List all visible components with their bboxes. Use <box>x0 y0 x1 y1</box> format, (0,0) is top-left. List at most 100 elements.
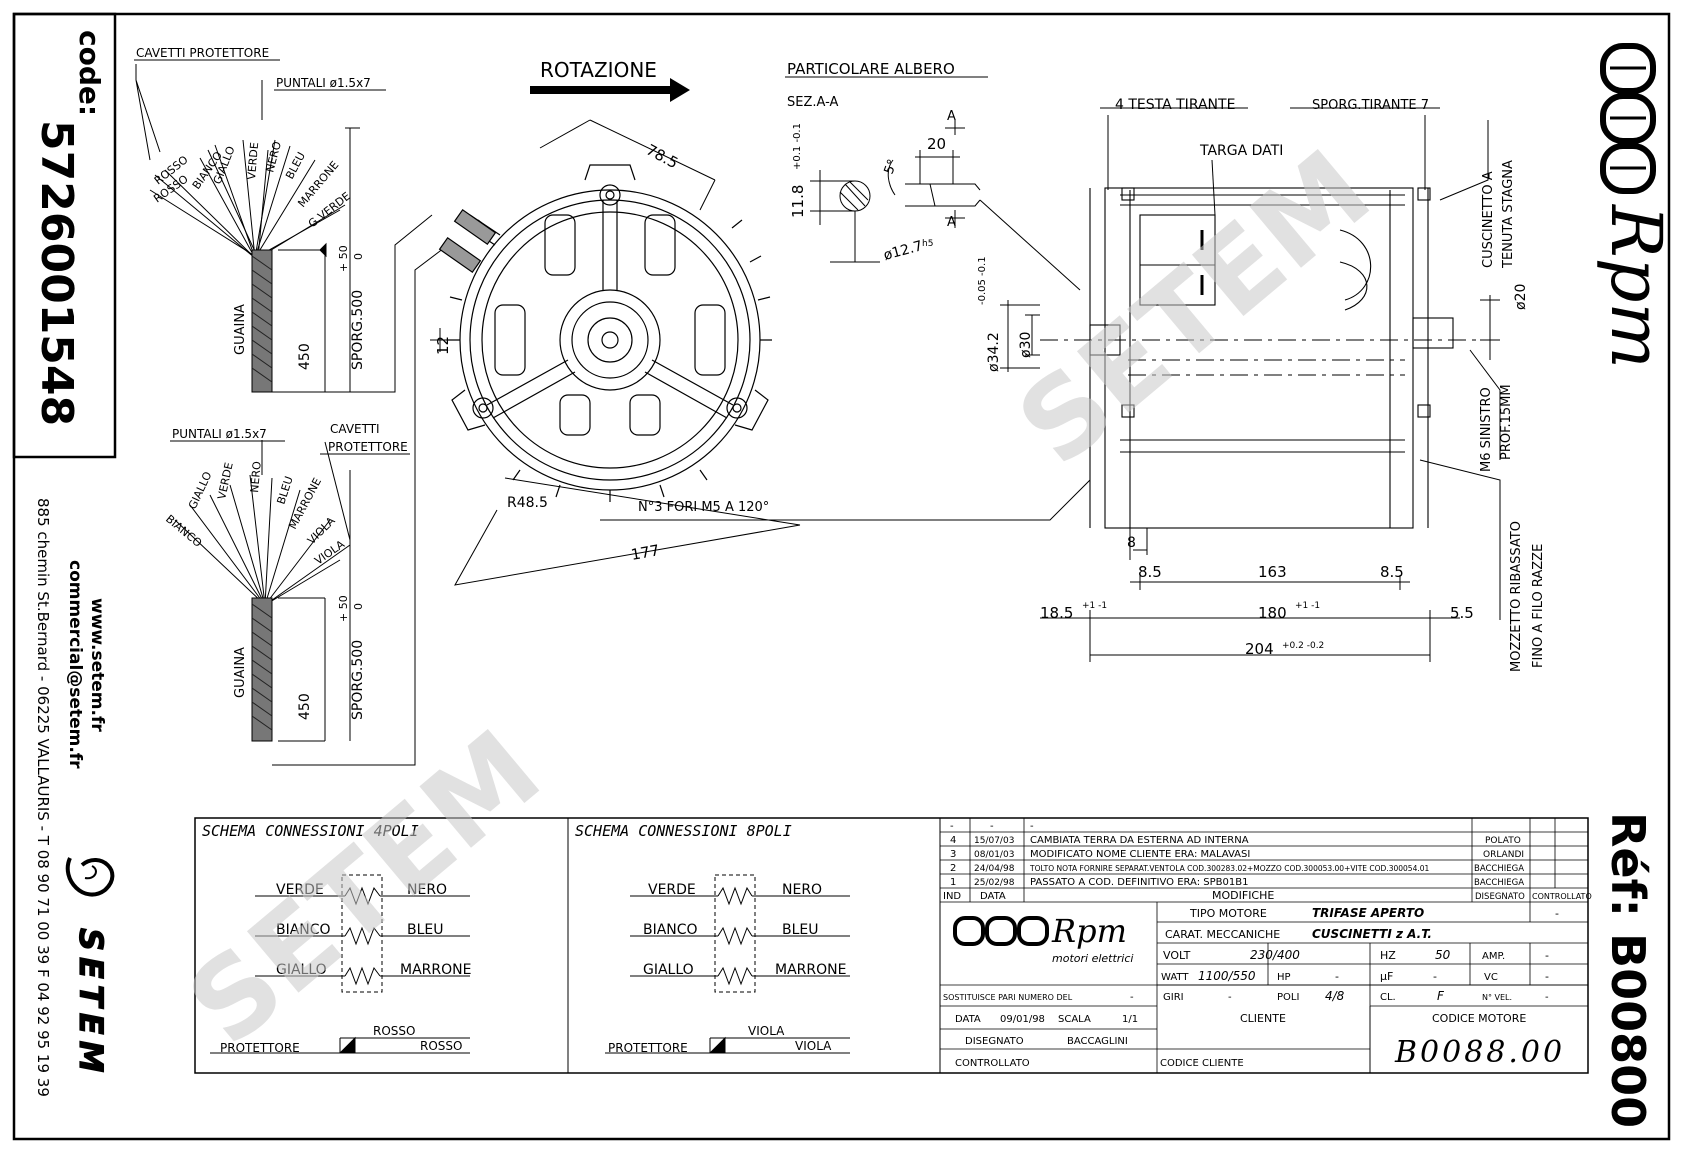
shaft-section: SEZ.A-A <box>787 95 839 110</box>
tb-nvel-label: N° VEL. <box>1482 993 1512 1002</box>
schema4-bianco: BIANCO <box>276 922 331 938</box>
schema8-viola-a: VIOLA <box>748 1024 785 1038</box>
dim-163: 163 <box>1258 563 1287 581</box>
rev-h-data: DATA <box>980 891 1006 902</box>
schema8-verde: VERDE <box>648 882 696 898</box>
tb-giri-label: GIRI <box>1163 992 1184 1003</box>
tb-cliente-label: CLIENTE <box>1240 1012 1286 1025</box>
schema8-title: SCHEMA CONNESSIONI 8POLI <box>575 822 792 840</box>
top-puntali-label: PUNTALI ø1.5x7 <box>276 76 371 90</box>
tb-tipo: TRIFASE APERTO <box>1312 906 1424 920</box>
tb-codice-motore-label: CODICE MOTORE <box>1432 1012 1526 1025</box>
tb-scala-label: SCALA <box>1058 1014 1091 1025</box>
code-number-group: 5726001548 <box>31 120 82 426</box>
ref-group: Réf: B00800 <box>1601 812 1655 1128</box>
bottom-box <box>194 817 1589 1074</box>
schema8-diagram <box>605 874 850 1054</box>
side-dims <box>1000 107 1501 662</box>
website-text: www.setem.fr <box>87 598 107 732</box>
top-guaina: GUAINA <box>233 304 248 355</box>
tb-poli: 4/8 <box>1325 989 1345 1003</box>
rev-ind-4: 1 <box>950 877 956 888</box>
address-text: 885 chemin St.Bernard - 06225 VALLAURIS … <box>34 498 52 1097</box>
bot-wire-nero: NERO <box>248 460 264 493</box>
r48-5-label: R48.5 <box>507 495 548 511</box>
motor-side-view <box>1040 187 1480 529</box>
schema4-verde: VERDE <box>276 882 324 898</box>
dim-8-5-left: 8.5 <box>1138 563 1162 581</box>
tb-logo-text: Rpm <box>1051 912 1127 950</box>
tb-hp-label: HP <box>1277 972 1291 983</box>
bot-protettore-label: PROTETTORE <box>328 440 408 454</box>
tb-amp: - <box>1545 949 1549 962</box>
tol-34-2: -0.05 -0.1 <box>977 256 988 305</box>
schema4-bleu: BLEU <box>407 922 444 938</box>
dim-5-5: 5.5 <box>1450 604 1474 622</box>
rev-data-1: 15/07/03 <box>974 836 1014 846</box>
motor-front-view <box>438 164 772 502</box>
rev-by-4: BACCHIEGA <box>1474 878 1524 888</box>
tb-tipo-label: TIPO MOTORE <box>1189 907 1267 920</box>
rev-ind-1: 4 <box>950 835 956 846</box>
tol-18-5: +1 -1 <box>1082 601 1107 611</box>
schema4-protettore: PROTETTORE <box>220 1041 300 1055</box>
cables-bottom <box>174 440 351 742</box>
watermark-lower: SETEM <box>164 706 563 1070</box>
shaft-dim-20: 20 <box>927 135 946 153</box>
dim-180: 180 <box>1258 604 1287 622</box>
dim-8: 8 <box>1127 535 1136 551</box>
rev-data-3: 24/04/98 <box>974 864 1015 874</box>
tb-giri: - <box>1228 992 1232 1003</box>
top-wire-nero: NERO <box>263 140 284 174</box>
shaft-title: PARTICOLARE ALBERO <box>787 60 955 78</box>
bot-wire-bleu: BLEU <box>274 475 295 506</box>
bot-puntali-label: PUNTALI ø1.5x7 <box>172 427 267 441</box>
setem-brand-group: SETEM <box>71 927 110 1079</box>
rpm-brand: Rpm <box>1595 203 1677 369</box>
shaft-a-top: A <box>947 109 956 124</box>
email-text: commercial@setem.fr <box>65 560 85 769</box>
tb-watt-label: WATT <box>1161 972 1189 983</box>
schema8-viola-b: VIOLA <box>795 1039 832 1053</box>
rev-desc-1: CAMBIATA TERRA DA ESTERNA AD INTERNA <box>1030 835 1249 846</box>
fori-label: N°3 FORI M5 A 120° <box>638 500 769 515</box>
tb-vc: - <box>1545 970 1549 983</box>
targa-dati: TARGA DATI <box>1199 143 1283 159</box>
dim-18-5: 18.5 <box>1040 604 1073 622</box>
tb-volt: 230/400 <box>1250 948 1300 962</box>
bot-cavetti-label: CAVETTI <box>330 422 380 436</box>
cuscinetto-a: CUSCINETTO A <box>1481 171 1496 268</box>
dim-78-5: 78.5 <box>643 141 681 173</box>
rotazione-label: ROTAZIONE <box>540 58 657 82</box>
tb-sost-dash: - <box>1130 992 1134 1003</box>
rev-h-disegnato: DISEGNATO <box>1475 892 1525 902</box>
schema8-bianco: BIANCO <box>643 922 698 938</box>
bot-sporg: SPORG.500 <box>350 640 366 720</box>
tb-data: 09/01/98 <box>1000 1014 1045 1025</box>
bot-len-450: 450 <box>297 693 313 720</box>
rev-ind-0: - <box>950 821 954 832</box>
top-tol-zero: 0 <box>352 253 365 260</box>
tb-data-label: DATA <box>955 1014 981 1025</box>
rev-by-3: BACCHIEGA <box>1474 864 1524 874</box>
tb-volt-label: VOLT <box>1163 949 1191 962</box>
tb-nvel: - <box>1545 992 1549 1003</box>
sporg-tirante: SPORG.TIRANTE 7 <box>1312 98 1429 113</box>
revision-table-grid <box>940 818 1588 903</box>
tb-carat: CUSCINETTI z A.T. <box>1312 927 1432 941</box>
cables-top <box>135 64 360 393</box>
shaft-angle: 5° <box>882 157 901 176</box>
top-len-450: 450 <box>297 343 313 370</box>
title-block-grid <box>940 902 1588 1073</box>
dim-177: 177 <box>630 541 661 564</box>
rev-ind-3: 2 <box>950 863 956 874</box>
schema4-rosso-b: ROSSO <box>420 1039 462 1053</box>
top-tol-plus: + 50 <box>337 245 350 272</box>
schema8-protettore: PROTETTORE <box>608 1041 688 1055</box>
tb-disegnato: BACCAGLINI <box>1067 1036 1128 1047</box>
rev-data-0: - <box>990 821 994 832</box>
outer-frame <box>12 12 1671 1141</box>
dia-34-2: ø34.2 <box>986 332 1002 372</box>
code-number: 5726001548 <box>31 120 82 426</box>
tol-180: +1 -1 <box>1295 601 1320 611</box>
